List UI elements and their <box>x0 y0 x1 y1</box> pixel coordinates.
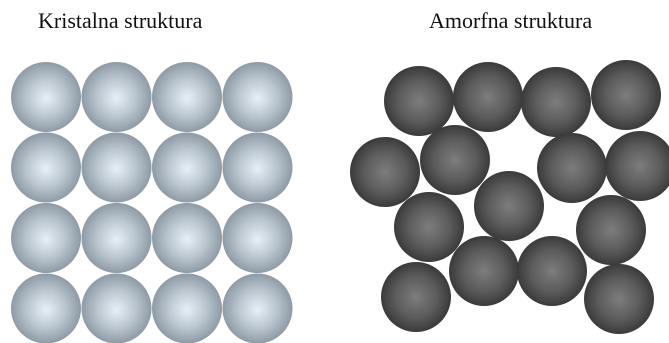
crystal-sphere <box>11 274 81 343</box>
crystal-sphere <box>223 274 293 343</box>
crystal-sphere <box>82 274 152 343</box>
crystal-sphere <box>223 62 293 132</box>
crystal-sphere <box>82 133 152 203</box>
amorphous-sphere <box>521 67 591 137</box>
crystal-sphere <box>223 203 293 273</box>
crystal-sphere <box>11 62 81 132</box>
crystal-sphere <box>223 133 293 203</box>
amorphous-sphere <box>453 62 523 132</box>
amorphous-sphere <box>394 192 464 262</box>
amorphous-sphere <box>605 131 669 201</box>
amorphous-sphere <box>591 60 661 130</box>
crystalline-lattice <box>11 62 293 343</box>
amorphous-sphere <box>537 133 607 203</box>
amorphous-arrangement <box>350 60 669 334</box>
amorphous-sphere <box>384 66 454 136</box>
amorphous-sphere <box>381 262 451 332</box>
amorphous-sphere <box>576 195 646 265</box>
amorphous-sphere <box>517 236 587 306</box>
crystal-sphere <box>152 274 222 343</box>
amorphous-sphere <box>420 125 490 195</box>
amorphous-sphere <box>350 137 420 207</box>
crystal-sphere <box>11 203 81 273</box>
crystal-sphere <box>152 62 222 132</box>
amorphous-sphere <box>474 171 544 241</box>
amorphous-sphere <box>449 236 519 306</box>
crystal-sphere <box>11 133 81 203</box>
crystal-sphere <box>152 203 222 273</box>
crystal-sphere <box>82 62 152 132</box>
amorphous-sphere <box>584 264 654 334</box>
crystal-sphere <box>152 133 222 203</box>
crystal-sphere <box>82 203 152 273</box>
